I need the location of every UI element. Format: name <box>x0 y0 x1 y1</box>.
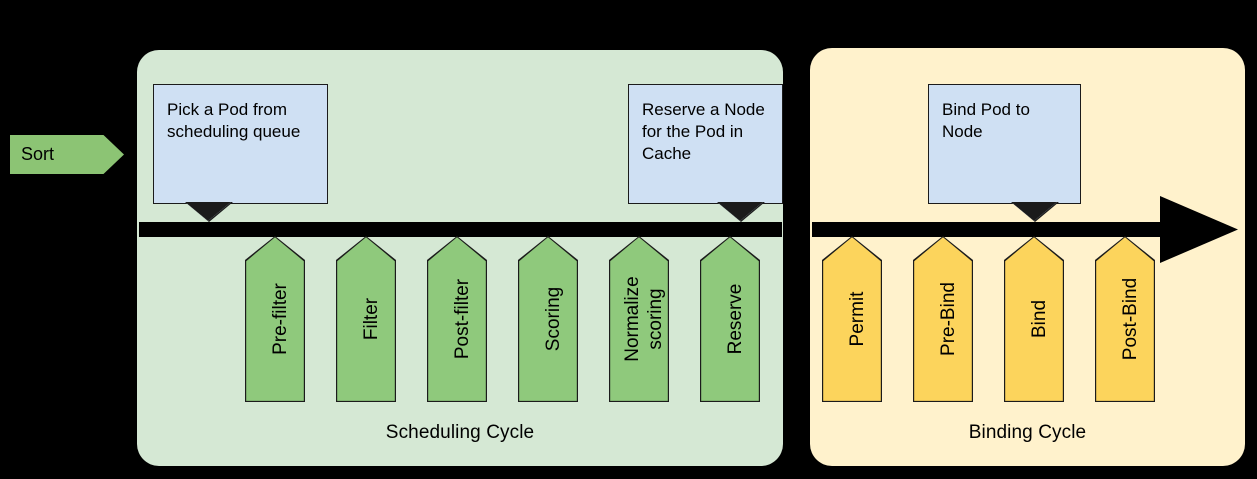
stage-arrow-normalize-scoring[interactable]: Normalize scoring <box>609 236 669 402</box>
sort-label: Sort <box>21 144 55 164</box>
binding-cycle-caption: Binding Cycle <box>968 422 1087 443</box>
stage-label-normalize-scoring: Normalize scoring <box>622 276 666 362</box>
stage-arrow-pre-bind[interactable]: Pre-Bind <box>913 236 973 402</box>
callout-pick-pod: Pick a Pod from scheduling queue <box>153 84 328 222</box>
stage-label-scoring: Scoring <box>542 286 564 352</box>
stage-arrow-reserve[interactable]: Reserve <box>700 236 760 402</box>
callout-reserve-node: Reserve a Node for the Pod in Cache <box>628 84 783 222</box>
arrow-fill <box>701 237 759 401</box>
stage-arrow-scoring[interactable]: Scoring <box>518 236 578 402</box>
arrow-fill <box>246 237 304 401</box>
arrow-fill <box>1005 237 1063 401</box>
stage-arrow-bind[interactable]: Bind <box>1004 236 1064 402</box>
stage-arrow-permit[interactable]: Permit <box>822 236 882 402</box>
scheduling-cycle-caption: Scheduling Cycle <box>385 422 535 443</box>
arrow-fill <box>823 237 881 401</box>
stage-label-post-filter: Post-filter <box>451 278 473 360</box>
stage-label-reserve: Reserve <box>724 283 746 355</box>
callout-bind-pod-text: Bind Pod to Node <box>942 100 1030 141</box>
arrow-fill <box>428 237 486 401</box>
arrow-fill <box>610 237 668 401</box>
callout-pick-pod-text: Pick a Pod from scheduling queue <box>167 100 301 141</box>
arrow-fill <box>337 237 395 401</box>
stage-arrow-pre-filter[interactable]: Pre-filter <box>245 236 305 402</box>
timeline-bar-scheduling <box>139 222 782 237</box>
stage-label-pre-filter: Pre-filter <box>269 283 291 355</box>
stage-label-bind: Bind <box>1028 299 1050 339</box>
arrow-fill <box>1096 237 1154 401</box>
stage-label-filter: Filter <box>360 297 382 341</box>
stage-label-post-bind: Post-Bind <box>1119 277 1141 361</box>
arrow-fill <box>519 237 577 401</box>
stage-arrow-post-bind[interactable]: Post-Bind <box>1095 236 1155 402</box>
callout-bind-pod: Bind Pod to Node <box>928 84 1081 222</box>
sort-stage-arrow[interactable]: Sort <box>10 135 124 174</box>
stage-label-pre-bind: Pre-Bind <box>937 282 959 356</box>
stage-label-permit: Permit <box>846 291 868 347</box>
stage-arrow-post-filter[interactable]: Post-filter <box>427 236 487 402</box>
arrow-fill <box>914 237 972 401</box>
callout-reserve-node-text: Reserve a Node for the Pod in Cache <box>642 100 765 163</box>
timeline-bar-binding <box>812 222 1162 237</box>
stage-arrow-filter[interactable]: Filter <box>336 236 396 402</box>
